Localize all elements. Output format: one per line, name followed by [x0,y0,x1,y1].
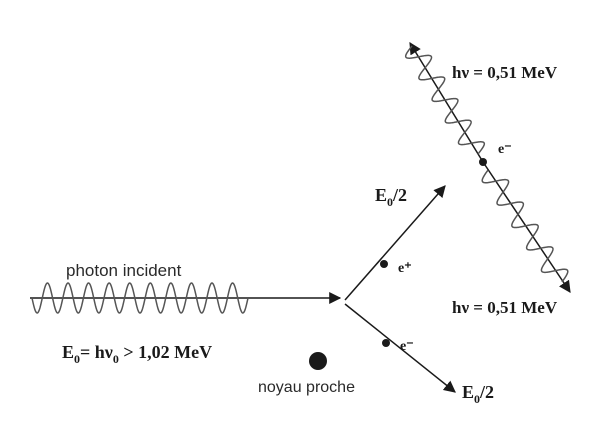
positron-label: e⁺ [398,261,412,276]
nucleus-label: noyau proche [258,379,355,396]
annihilation-photon-wave-down [481,169,569,283]
positron-dot [380,260,388,268]
photon-incident-label: photon incident [66,261,182,280]
annihilation-line-up [409,41,484,163]
annihilation-electron-label: e⁻ [498,142,512,157]
annihilation-photon-top-label: hν = 0,51 MeV [452,63,558,82]
electron-dot [382,339,390,347]
electron-label: e⁻ [400,339,414,354]
positron-track [344,185,446,301]
annihilation-dot [479,158,487,166]
electron-track [344,303,456,393]
incident-photon-wave [31,282,249,314]
positron-energy-label: E0/2 [375,185,407,209]
electron-energy-label: E0/2 [462,382,494,406]
annihilation-photon-bottom-label: hν = 0,51 MeV [452,298,558,317]
nucleus-dot [309,352,327,370]
annihilation-photon-wave-up [404,45,486,155]
incident-energy-label: E0= hν0 > 1,02 MeV [62,342,212,366]
